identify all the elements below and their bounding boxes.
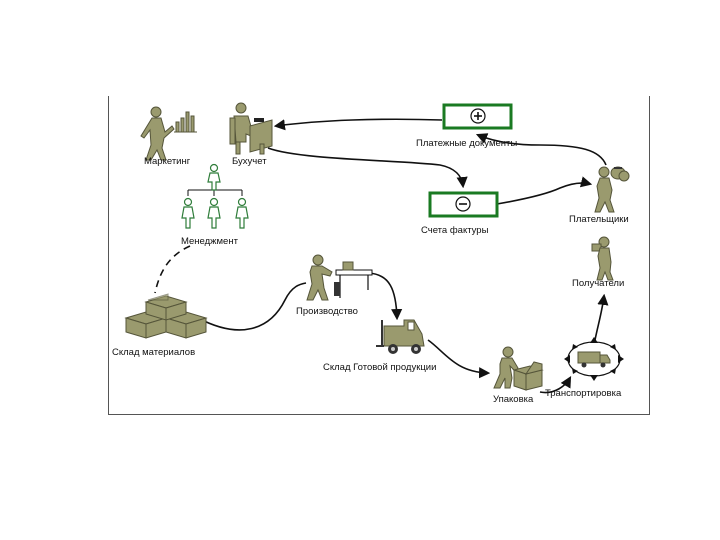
packaging-label: Упаковка — [493, 394, 534, 405]
accounting-label: Бухучет — [232, 156, 267, 167]
flow-payment-docs-to-accounting — [273, 118, 443, 131]
payment-documents-box — [442, 103, 513, 130]
cardboard-box-icon — [512, 361, 544, 391]
finished-goods-warehouse-label: Склад Готовой продукции — [323, 362, 436, 373]
flow-packaging-to-transport — [539, 376, 572, 394]
materials-warehouse-label: Склад материалов — [112, 347, 195, 358]
invoices-label: Счета фактуры — [421, 225, 489, 236]
truck-icon — [577, 351, 611, 368]
flow-production-to-finished — [367, 272, 403, 321]
flow-payers-to-payment-docs — [475, 133, 607, 166]
accountant-at-desk-icon — [229, 102, 273, 155]
diagram-frame — [108, 96, 650, 415]
invoices-box — [428, 191, 499, 218]
transportation-hub — [564, 337, 624, 381]
recipient-figure-icon — [591, 236, 614, 281]
money-bag-icon — [610, 166, 630, 182]
forklift-icon — [376, 319, 425, 354]
marketing-figure-icon — [140, 106, 197, 161]
marketing-label: Маркетинг — [144, 156, 191, 167]
plus-sign-icon — [470, 108, 486, 124]
payment-documents-label: Платежные документы — [416, 138, 517, 149]
packaging-worker-icon — [493, 346, 544, 391]
flow-invoices-to-payers — [496, 176, 593, 205]
minus-sign-icon — [455, 196, 471, 212]
staff-figure-icon — [235, 197, 249, 229]
recipients-label: Получатели — [572, 278, 624, 289]
payer-figure-icon — [594, 166, 630, 213]
transportation-label: Транспортировка — [545, 388, 622, 399]
boxes-stack-icon — [124, 293, 208, 339]
management-org-chart — [181, 163, 249, 229]
flow-transport-to-recipients — [594, 293, 609, 341]
flow-materials-to-production — [197, 282, 307, 331]
production-worker-icon — [306, 254, 373, 301]
flow-management-to-materials — [154, 245, 191, 294]
direction-arrows-icon — [564, 337, 624, 381]
flow-accounting-to-invoices — [267, 147, 468, 189]
staff-figure-icon — [181, 197, 195, 229]
production-label: Производство — [296, 306, 358, 317]
management-label: Менеджмент — [181, 236, 239, 247]
staff-figure-icon — [207, 197, 221, 229]
conveyor-icon — [334, 261, 373, 298]
manager-figure-icon — [207, 163, 221, 191]
flow-finished-to-packaging — [427, 339, 491, 379]
payers-label: Плательщики — [569, 214, 629, 225]
